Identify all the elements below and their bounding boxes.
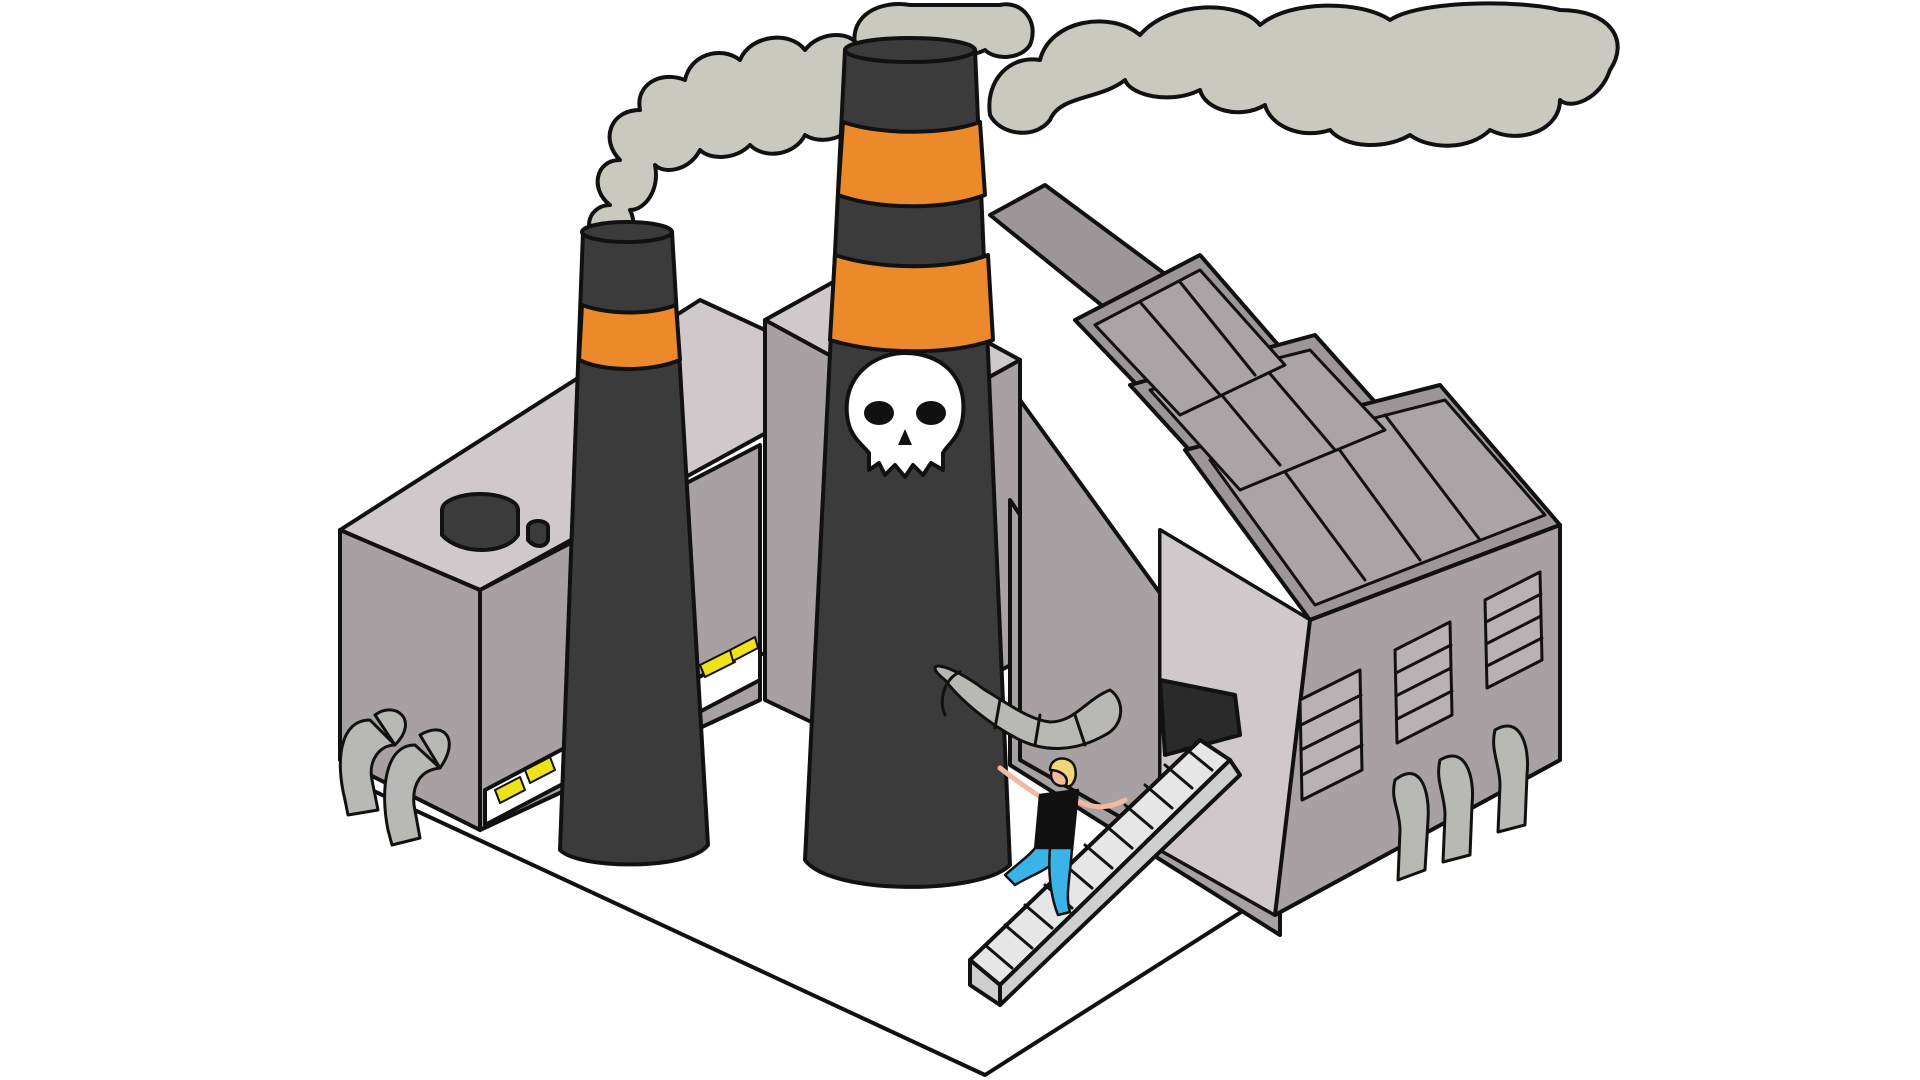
- big-chimney-stripe-2: [828, 253, 995, 354]
- doorway: [1158, 678, 1242, 757]
- smoke-cloud-right: [987, 1, 1620, 148]
- small-chimney: [558, 220, 710, 867]
- smoke-plume-left: [587, 33, 862, 245]
- right-building: [988, 183, 1562, 937]
- conveyor-stair: [968, 738, 1242, 1007]
- person-icon: [997, 757, 1128, 917]
- pipes: [338, 664, 1530, 882]
- small-chimney-stripe: [577, 303, 682, 371]
- big-chimney: [803, 36, 1012, 889]
- windows: [1298, 570, 1544, 802]
- big-chimney-stripe-1: [836, 120, 987, 209]
- skull-icon: [844, 351, 966, 479]
